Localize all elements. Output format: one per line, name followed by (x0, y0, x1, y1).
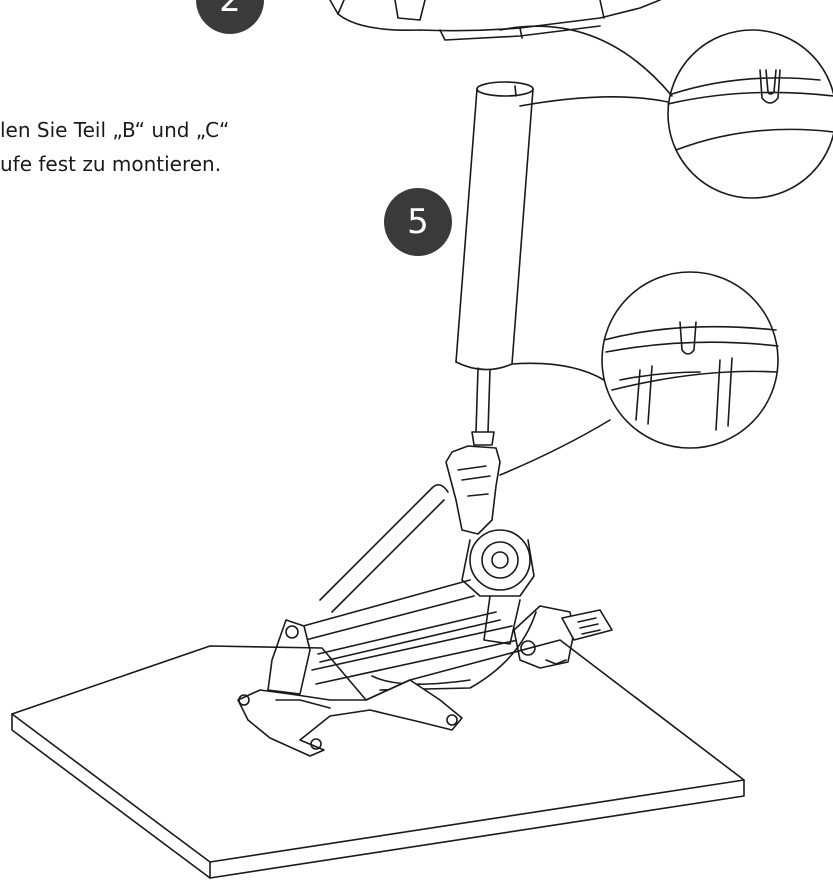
instruction-text-line-2: ufe fest zu montieren. (0, 152, 222, 176)
tube-part (456, 82, 533, 445)
seat-shell-part (330, 0, 660, 40)
step-number-current: 5 (407, 202, 429, 242)
detail-callout-upper (500, 26, 833, 198)
detail-callout-lower (500, 272, 778, 475)
step-number-previous: 2 (219, 0, 241, 20)
base-mechanism (238, 446, 612, 756)
floor-board (12, 640, 744, 878)
step-badge-current: 5 (384, 188, 452, 256)
instruction-text-line-1: len Sie Teil „B“ und „C“ (0, 118, 230, 142)
